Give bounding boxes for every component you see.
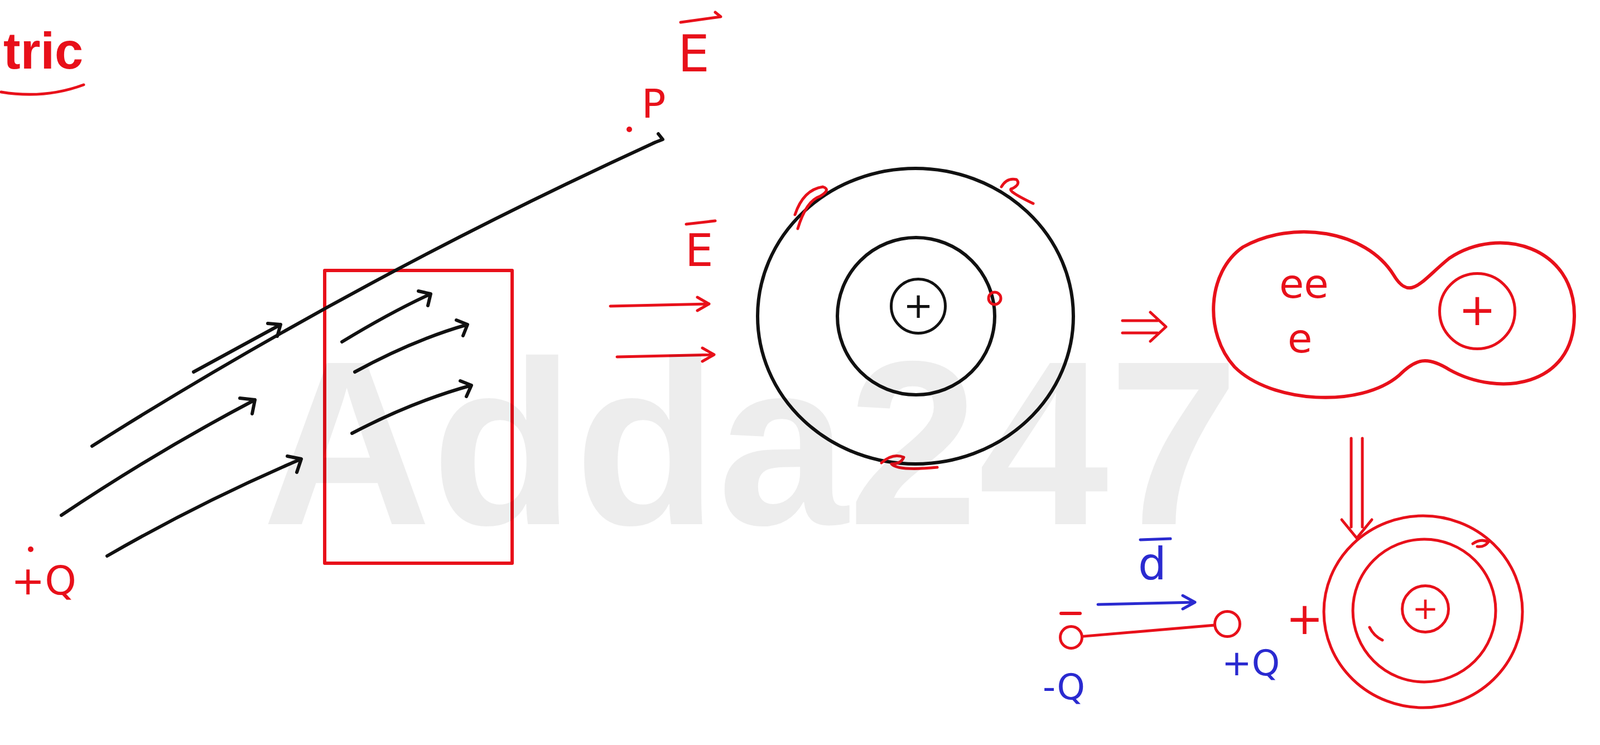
node-text: + — [1458, 287, 1496, 333]
charge-circle: + — [889, 277, 947, 335]
blob-outline — [1203, 219, 1577, 404]
field-arrow — [61, 398, 255, 516]
node-text: +Q — [1221, 645, 1280, 682]
electron-mark — [1369, 627, 1383, 641]
electron-mark — [1001, 179, 1034, 204]
node-text: + — [903, 287, 934, 324]
label-text: E — [685, 228, 714, 274]
node-text: -Q — [1042, 669, 1086, 706]
electron-mark — [794, 186, 827, 229]
node-text: ee — [1279, 263, 1329, 305]
charge-circle: + — [1400, 584, 1450, 634]
label-text: P — [641, 83, 666, 124]
charge-circle: +Q — [1213, 610, 1242, 639]
title-underline — [1, 84, 84, 95]
charge-dot — [27, 546, 34, 553]
title-text: tric — [3, 25, 84, 77]
implies-arrow — [1341, 438, 1372, 539]
drawing — [1, 12, 1523, 708]
electron-mark — [1472, 540, 1489, 547]
atom-inner-shell — [1352, 539, 1496, 683]
atom-outer-shell — [1323, 516, 1523, 708]
charge-circle: -Q — [1058, 625, 1084, 650]
watermark: Adda247 — [262, 326, 1240, 561]
vector-bar — [680, 12, 721, 23]
blob-outline — [1213, 232, 1575, 398]
label-text: + — [1285, 596, 1324, 642]
label-text: E — [677, 29, 710, 80]
node-text: + — [1412, 593, 1439, 625]
dipole-bond — [1083, 625, 1214, 637]
dipole-bond — [1083, 625, 1214, 637]
field-arrow — [610, 297, 710, 311]
label-text: +Q — [11, 560, 77, 601]
charge-circle: + — [1438, 272, 1517, 351]
point-dot — [626, 126, 633, 133]
dipole-arrow — [1097, 595, 1195, 610]
minus-sign — [1061, 611, 1081, 616]
polarized-atom: eee+ — [1203, 219, 1577, 404]
vector-bar — [686, 220, 716, 225]
node-text: e — [1287, 318, 1313, 359]
electron-mark — [988, 292, 1001, 305]
